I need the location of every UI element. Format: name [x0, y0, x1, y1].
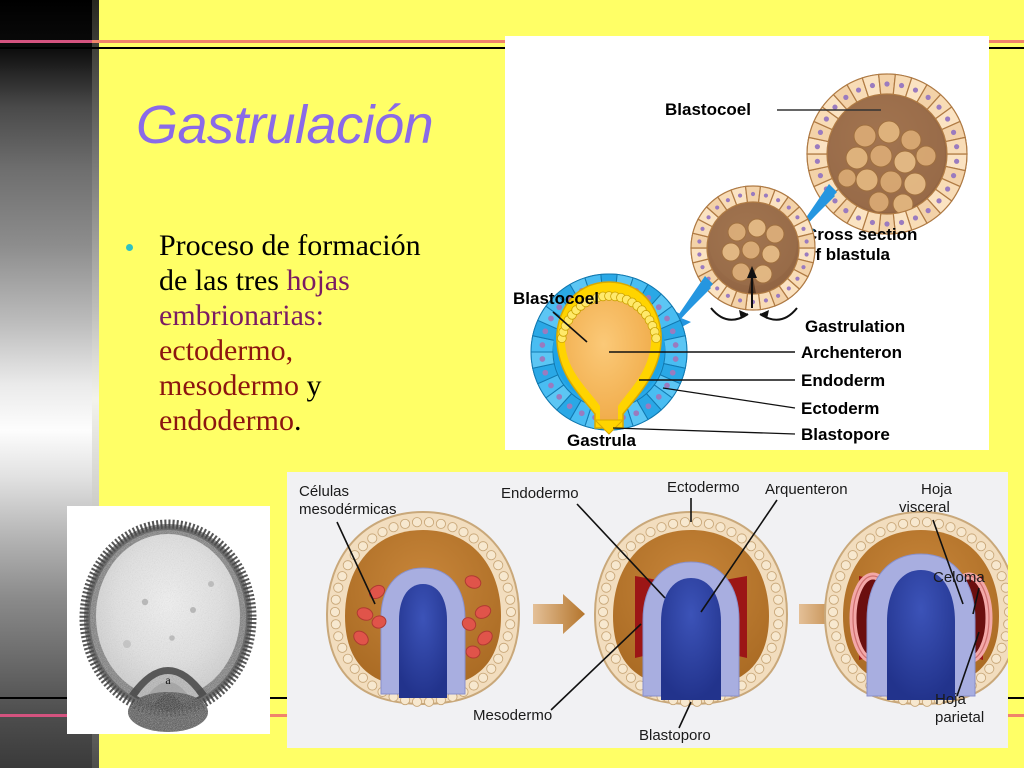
bullet-line5-maroon: mesodermo	[159, 369, 307, 403]
bullet-list: Proceso de formación de las tres hojas e…	[126, 228, 496, 439]
bullet-line6-black: .	[293, 404, 302, 438]
label-blastocoel-right: Blastocoel	[665, 100, 751, 119]
label-celoma: Celoma	[933, 569, 985, 586]
left-band-edge	[92, 0, 99, 768]
coelom-formation-svg: Células mesodérmicas	[287, 472, 1008, 748]
bullet-line3: embrionarias:	[159, 299, 324, 333]
label-mesodermo: Mesodermo	[473, 707, 552, 724]
label-blastoporo: Blastoporo	[639, 727, 711, 744]
blastula-gastrula-diagram: Blastocoel Cross section of blastula	[505, 36, 989, 450]
coelom-formation-diagram: Células mesodérmicas	[287, 472, 1008, 748]
bullet-line2-purple: hojas	[286, 264, 350, 298]
label-hoja-visceral-line2: visceral	[899, 499, 950, 516]
leader-celulas-mesodermicas	[336, 521, 376, 605]
embryo-stage-2	[593, 510, 789, 707]
label-ectoderm: Ectoderm	[801, 399, 879, 418]
embryo-stage-3	[823, 510, 1008, 707]
bullet-line5-black: y	[306, 369, 322, 403]
top-pink-rule-left	[0, 40, 92, 43]
label-ectodermo: Ectodermo	[667, 479, 740, 496]
bullet-dot-icon	[126, 244, 133, 251]
mesoderm-cells	[353, 575, 493, 659]
label-endodermo: Endodermo	[501, 485, 579, 502]
label-gastrulation: Gastrulation	[805, 317, 905, 336]
label-celulas-mesodermicas-line2: mesodérmicas	[299, 501, 397, 518]
leader-mesodermo	[550, 623, 642, 711]
label-blastocoel-left: Blastocoel	[513, 289, 599, 308]
label-hoja-visceral-line1: Hoja	[921, 481, 953, 498]
blastula-gastrula-svg: Blastocoel Cross section of blastula	[505, 36, 989, 450]
label-arquenteron: Arquenteron	[765, 481, 848, 498]
label-hoja-parietal-line2: parietal	[935, 709, 984, 726]
bullet-line6-maroon: endodermo	[159, 404, 294, 438]
leader-hoja-visceral	[932, 519, 964, 605]
label-archenteron: Archenteron	[801, 343, 902, 362]
leader-hoja-parietal	[956, 631, 980, 697]
bottom-pink-rule-left	[0, 714, 92, 717]
page-title: Gastrulación	[136, 95, 434, 155]
embryo-stage-1	[325, 510, 521, 707]
gastrulating-figure	[690, 185, 816, 321]
leader-arquenteron	[700, 499, 778, 613]
label-blastopore: Blastopore	[801, 425, 890, 444]
leader-endodermo	[576, 503, 666, 599]
arrow-stage1-to-stage2-icon	[533, 594, 585, 634]
label-hoja-parietal-line1: Hoja	[935, 691, 967, 708]
label-cross-section-line2: of blastula	[805, 245, 891, 264]
leader-blastocoel-left	[552, 311, 588, 343]
leader-ectoderm	[662, 387, 796, 409]
bullet-line1: Proceso de formación	[159, 229, 421, 262]
embryo-micrograph: a	[67, 506, 270, 734]
label-endoderm: Endoderm	[801, 371, 885, 390]
micrograph-svg: a	[67, 506, 270, 734]
bullet-line2-black: de las tres	[159, 264, 287, 298]
bullet-line4: ectodermo,	[159, 334, 294, 368]
label-celulas-mesodermicas-line1: Células	[299, 483, 349, 500]
leader-blastopore	[612, 427, 796, 435]
bullet-item-text: Proceso de formación de las tres hojas e…	[159, 228, 421, 439]
micrograph-letter-label: a	[165, 673, 171, 687]
leader-blastoporo	[678, 701, 692, 729]
label-cross-section-line1: Cross section	[805, 225, 917, 244]
label-gastrula: Gastrula	[567, 431, 637, 450]
leader-celoma	[972, 587, 980, 615]
blastula-figure	[806, 73, 968, 235]
